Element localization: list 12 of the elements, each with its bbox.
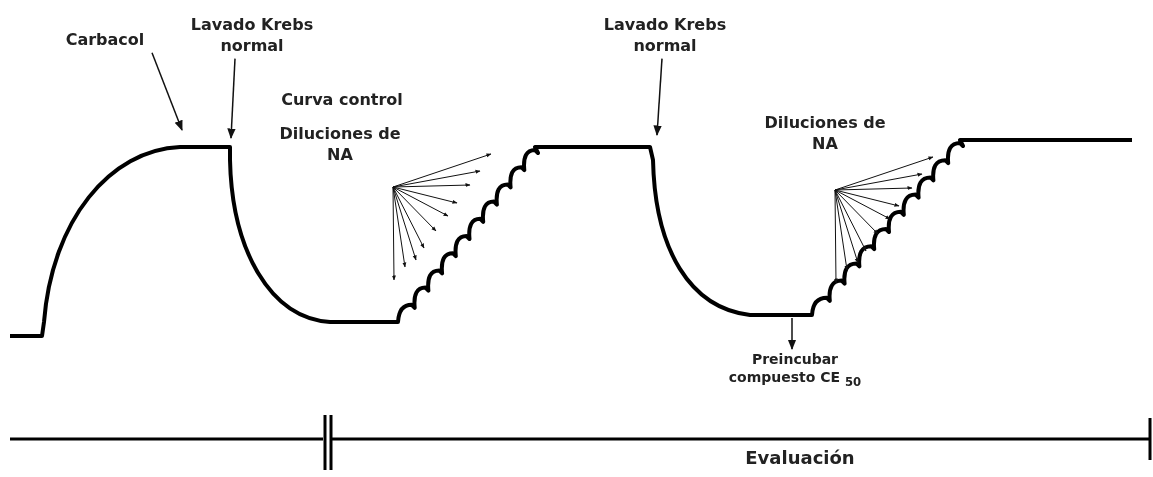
leader-arrow — [787, 317, 797, 351]
annotation-text: Preincubar compuesto CE $_{50}$ — [710, 350, 880, 391]
caption-text: Curva control — [280, 90, 404, 111]
annotation-text: Carbacol — [50, 30, 160, 51]
caption-text: Diluciones de NA — [763, 113, 887, 155]
caption-text: Diluciones de NA — [278, 124, 402, 166]
leader-arrow — [653, 57, 663, 137]
annotation-text: Lavado Krebs normal — [590, 15, 740, 57]
annotation-text: Lavado Krebs normal — [177, 15, 327, 57]
leader-arrow — [227, 57, 236, 140]
leader-arrow — [151, 52, 183, 131]
phase-label: Evaluación — [744, 446, 856, 470]
